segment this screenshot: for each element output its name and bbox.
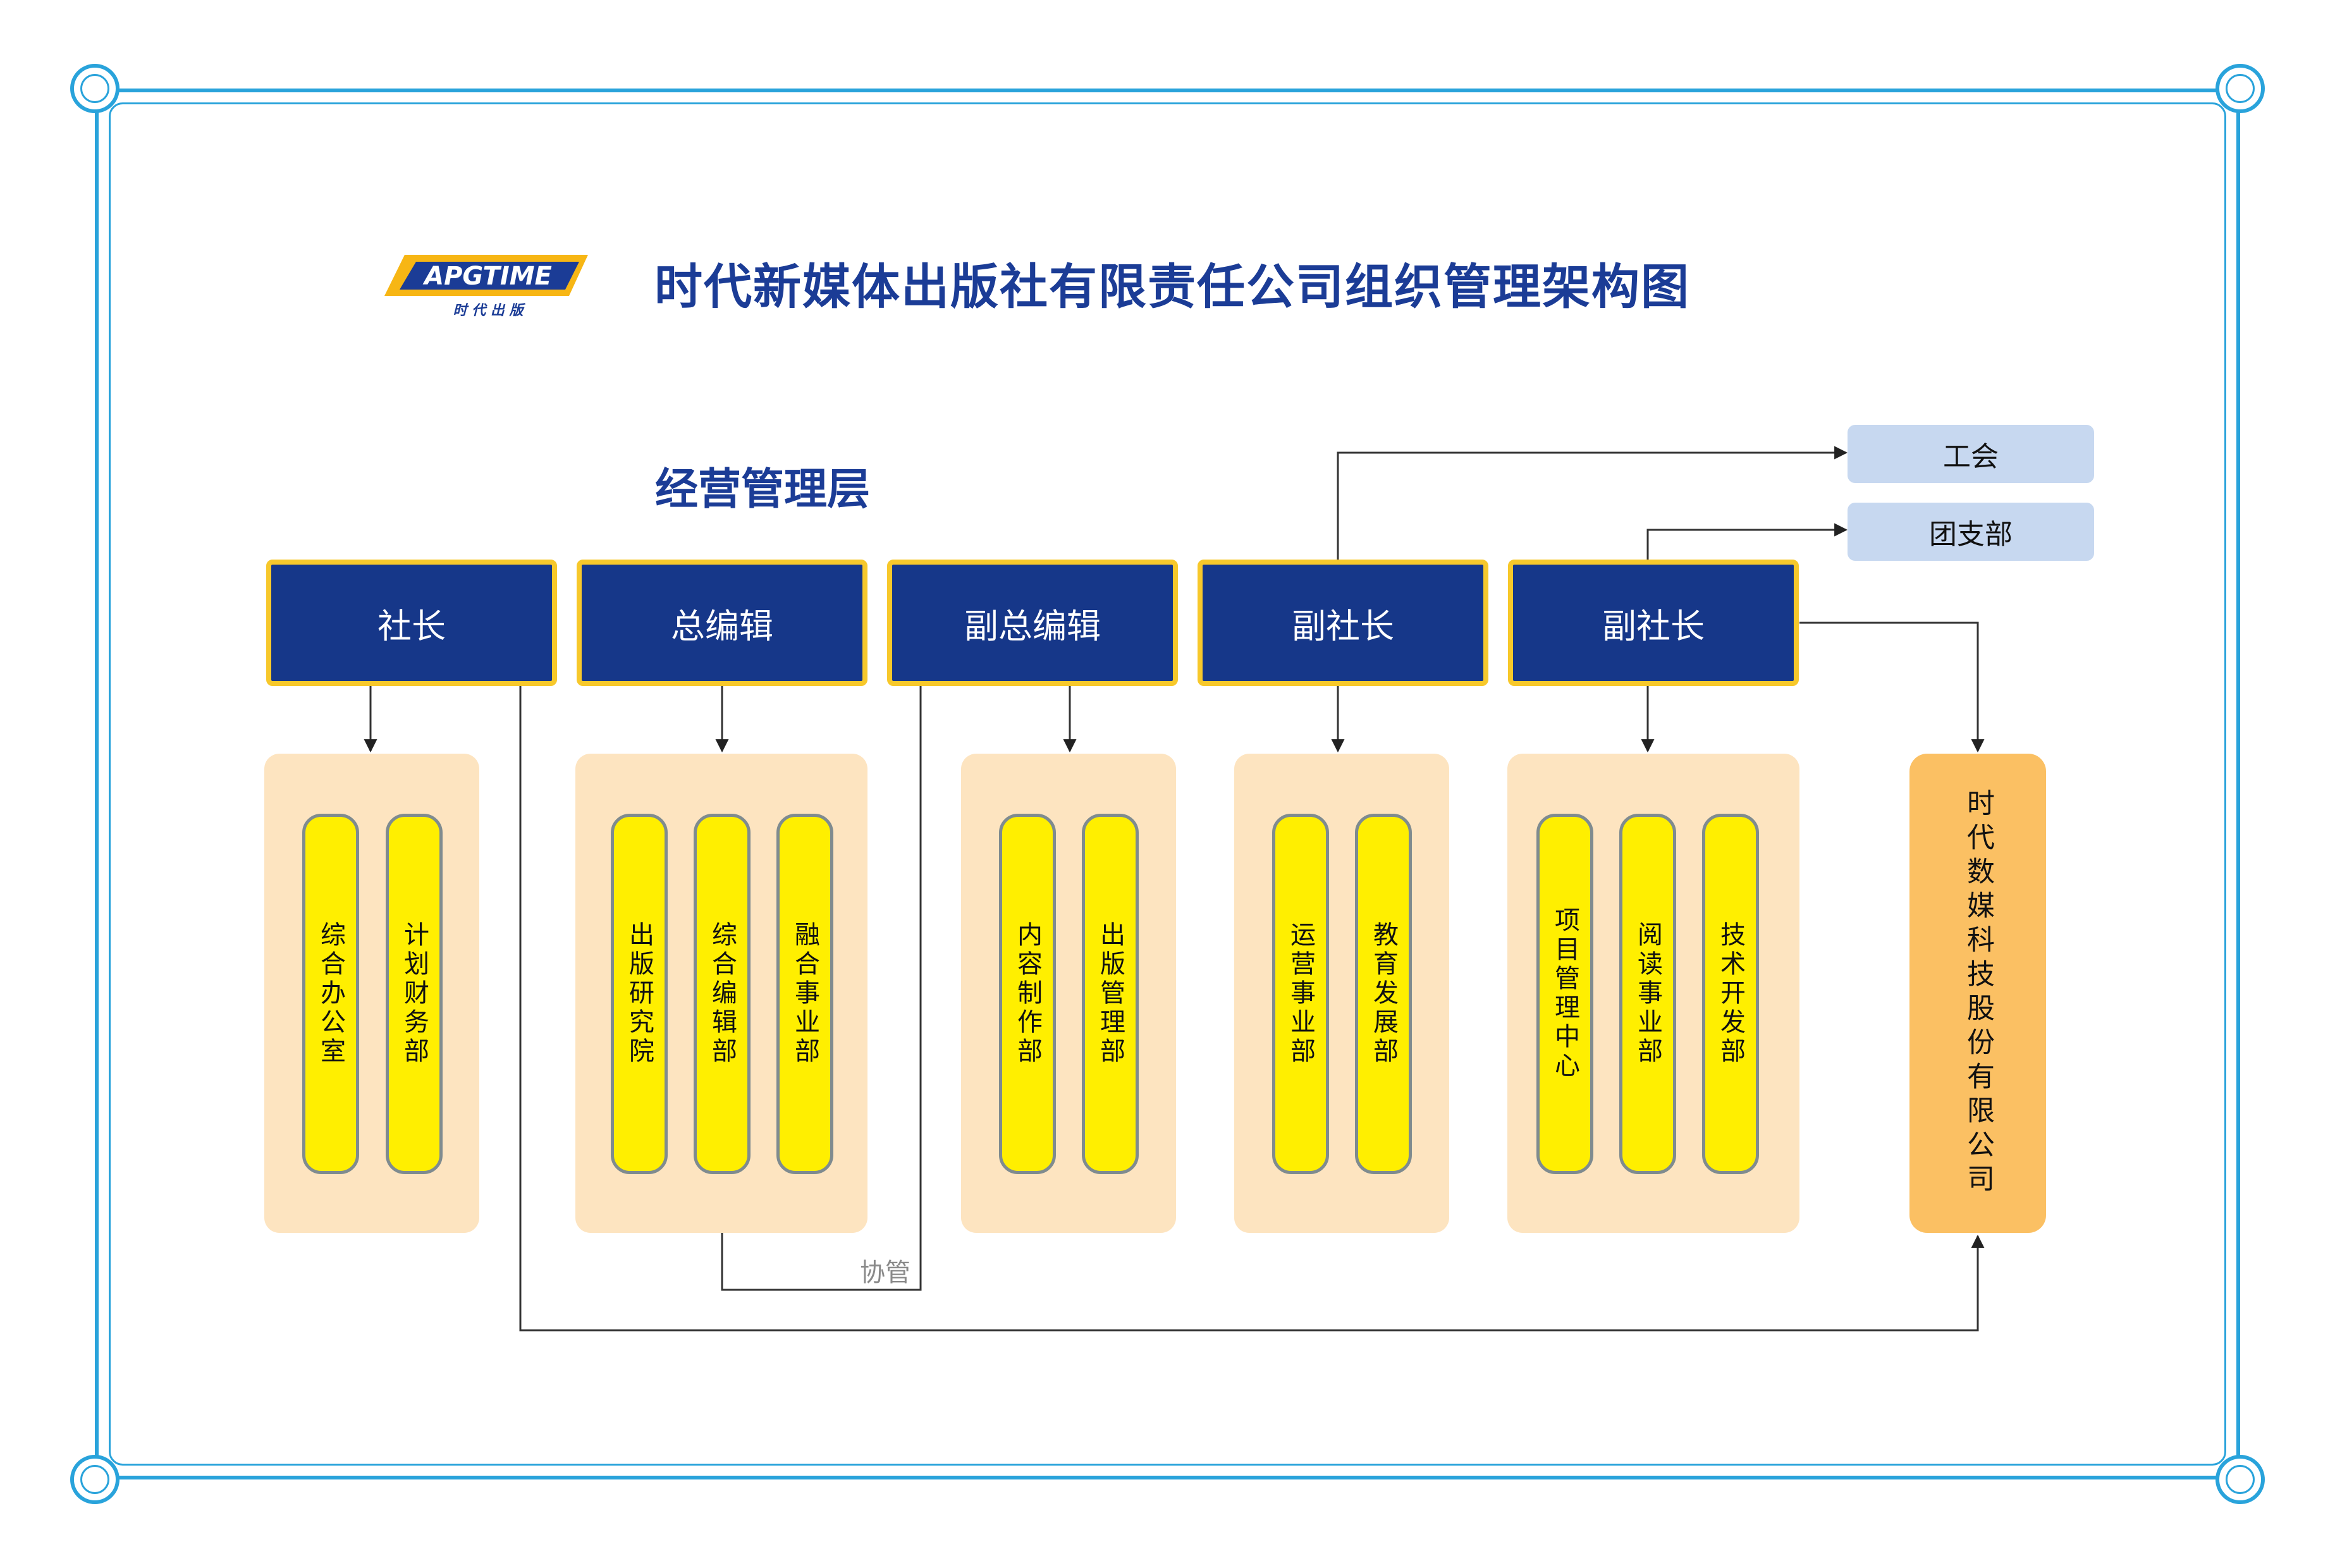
frame-corner-ornament-inner <box>2226 1465 2255 1494</box>
department-label: 计划财务部 <box>400 921 429 1067</box>
page-title: 时代新媒体出版社有限责任公司组织管理架构图 <box>654 259 1690 315</box>
frame-corner-ornament <box>2215 1455 2265 1504</box>
exec-box-deputy-editor[interactable]: 副总编辑 <box>887 560 1178 686</box>
department-general-office[interactable]: 综合办公室 <box>302 814 359 1174</box>
department-group-panel <box>1234 754 1449 1233</box>
exec-box-vice-president-2[interactable]: 副社长 <box>1508 560 1799 686</box>
logo-wordmark: APGTIME <box>422 262 552 291</box>
logo-mark-icon: APGTIME 时 代 出 版 <box>384 255 588 319</box>
department-group-panel <box>961 754 1176 1233</box>
department-label: 项目管理中心 <box>1550 907 1579 1081</box>
frame-corner-ornament-inner <box>2226 74 2255 103</box>
exec-label: 副总编辑 <box>964 606 1101 646</box>
frame-inner-border <box>109 102 2226 1466</box>
department-label: 出版管理部 <box>1096 921 1125 1067</box>
department-reading[interactable]: 阅读事业部 <box>1619 814 1676 1174</box>
side-unit-union[interactable]: 工会 <box>1848 425 2094 483</box>
exec-box-vice-president-1[interactable]: 副社长 <box>1198 560 1488 686</box>
connector-president-to-subsidiary <box>519 686 1985 1332</box>
department-label: 运营事业部 <box>1286 921 1315 1067</box>
frame-corner-ornament-inner <box>80 1465 109 1494</box>
department-publishing-research[interactable]: 出版研究院 <box>611 814 668 1174</box>
exec-label: 副社长 <box>1602 606 1705 646</box>
frame-corner-ornament-inner <box>80 74 109 103</box>
co-manage-note: 协管 <box>860 1258 910 1287</box>
department-label: 教育发展部 <box>1369 921 1398 1067</box>
side-unit-label: 团支部 <box>1929 518 2013 551</box>
exec-label: 总编辑 <box>671 606 773 646</box>
department-education-development[interactable]: 教育发展部 <box>1355 814 1412 1174</box>
logo-subtitle: 时 代 出 版 <box>453 303 526 319</box>
side-unit-youth-branch[interactable]: 团支部 <box>1848 503 2094 561</box>
side-unit-label: 工会 <box>1943 441 1999 473</box>
connector-to-youth-branch <box>1646 523 1848 560</box>
department-group-panel <box>264 754 479 1233</box>
subsidiary-label: 时代数媒科技股份有限公司 <box>1962 788 1994 1198</box>
connector-co-manage <box>715 686 922 1291</box>
department-finance[interactable]: 计划财务部 <box>386 814 443 1174</box>
exec-label: 社长 <box>377 606 446 646</box>
department-label: 综合编辑部 <box>708 921 737 1067</box>
department-label: 内容制作部 <box>1013 921 1042 1067</box>
department-label: 技术开发部 <box>1716 921 1745 1067</box>
exec-label: 副社长 <box>1292 606 1394 646</box>
department-convergence[interactable]: 融合事业部 <box>776 814 833 1174</box>
department-technology[interactable]: 技术开发部 <box>1702 814 1759 1174</box>
department-label: 综合办公室 <box>316 921 345 1067</box>
department-publishing-management[interactable]: 出版管理部 <box>1082 814 1139 1174</box>
frame-outer-border <box>95 89 2240 1479</box>
exec-box-editor-in-chief[interactable]: 总编辑 <box>577 560 867 686</box>
exec-box-president[interactable]: 社长 <box>266 560 557 686</box>
subsidiary-company[interactable]: 时代数媒科技股份有限公司 <box>1909 754 2046 1233</box>
department-general-editorial[interactable]: 综合编辑部 <box>694 814 751 1174</box>
department-project-management[interactable]: 项目管理中心 <box>1536 814 1593 1174</box>
connector-to-union <box>1337 446 1848 560</box>
department-operations[interactable]: 运营事业部 <box>1272 814 1329 1174</box>
department-label: 融合事业部 <box>790 921 819 1067</box>
department-label: 出版研究院 <box>625 921 654 1067</box>
department-content-production[interactable]: 内容制作部 <box>999 814 1056 1174</box>
company-logo: APGTIME 时 代 出 版 <box>379 252 588 321</box>
connector-to-subsidiary <box>1799 622 1985 753</box>
section-title: 经营管理层 <box>655 465 871 515</box>
department-label: 阅读事业部 <box>1633 921 1662 1067</box>
